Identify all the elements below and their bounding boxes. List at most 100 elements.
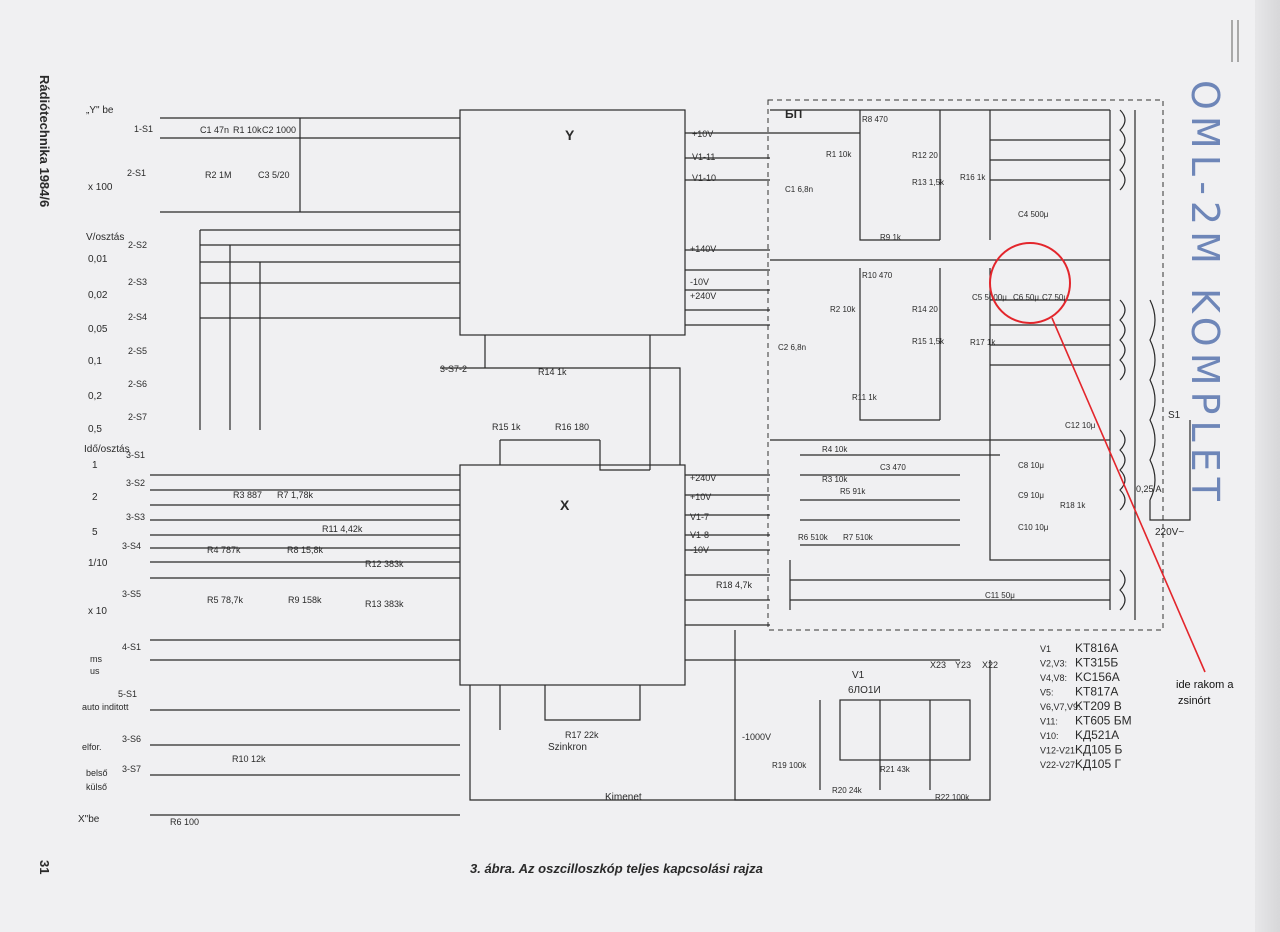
component-label: C3 5/20 (258, 170, 290, 180)
side-header: Rádiótechnika 1984/6 (37, 75, 52, 207)
table-ref: V4,V8: (1040, 673, 1067, 683)
voltage-label: V1-10 (692, 173, 716, 183)
component-label: C5 5000μ (972, 293, 1007, 302)
crt-wiring (734, 630, 991, 801)
label-v-4: 0,2 (88, 391, 102, 402)
switch-s1-label: S1 (1168, 410, 1181, 421)
voltage-labels: +10VV1-11V1-10+140V-10V+240V+240V+10VV1-… (690, 129, 771, 742)
table-part: KД521A (1075, 728, 1119, 742)
table-part: KC156A (1075, 670, 1120, 684)
component-label: R15 1,5k (912, 337, 945, 346)
label-x100: x 100 (88, 182, 113, 193)
component-label: R21 43k (880, 765, 911, 774)
label-us: us (90, 666, 100, 676)
table-ref: V2,V3: (1040, 659, 1067, 669)
table-ref: V22-V27: (1040, 760, 1078, 770)
switch-label: 1-S1 (134, 124, 153, 134)
switch-label: 3-S2 (126, 478, 145, 488)
component-label: C11 50μ (985, 591, 1015, 600)
voltage-label: +240V (690, 473, 716, 483)
switch-label: 4-S1 (122, 642, 141, 652)
wiring-middle (440, 335, 681, 471)
component-label: R15 1k (492, 422, 521, 432)
component-label: R12 20 (912, 151, 938, 160)
component-label: C1 47n (200, 125, 229, 135)
power-block-label: БП (785, 107, 802, 121)
label-t-4: x 10 (88, 606, 107, 617)
table-part: KT817A (1075, 685, 1118, 699)
annotation-arrow (1051, 317, 1206, 673)
label-t-0: 1 (92, 460, 98, 471)
crt-type: 6ЛО1И (848, 685, 881, 696)
switch-label: 2-S1 (127, 168, 146, 178)
component-label: R1 10k (826, 150, 852, 159)
component-label: R3 887 (233, 490, 262, 500)
component-label: R16 1k (960, 173, 986, 182)
table-part: KД105 Г (1075, 757, 1121, 771)
component-label: C3 470 (880, 463, 906, 472)
component-label: R17 1k (970, 338, 996, 347)
table-ref: V11: (1040, 717, 1058, 727)
voltage-label: +240V (690, 291, 716, 301)
label-t-3: 1/10 (88, 558, 108, 569)
x-block (459, 464, 686, 686)
component-label: R4 10k (822, 445, 848, 454)
switch-label: 2-S7 (128, 412, 147, 422)
switch-label: 2-S4 (128, 312, 147, 322)
label-v-osztas: V/osztás (86, 232, 124, 243)
crt-pin-x22: X22 (982, 660, 998, 670)
switch-label: 3-S1 (126, 450, 145, 460)
component-label: C10 10μ (1018, 523, 1049, 532)
component-label: C9 10μ (1018, 491, 1044, 500)
switch-label: 3-S6 (122, 734, 141, 744)
label-elforites: elfor. (82, 742, 102, 752)
table-part: KT816A (1075, 641, 1118, 655)
label-y-be: „Y" be (86, 105, 114, 116)
power-block-frame (767, 99, 1164, 631)
label-kulso: külső (86, 782, 107, 792)
table-part: KД105 Б (1075, 743, 1122, 757)
power-wiring (770, 109, 1191, 620)
mains-label: 220V~ (1155, 527, 1184, 538)
component-label: C2 6,8n (778, 343, 806, 352)
label-v-1: 0,02 (88, 290, 108, 301)
component-label: R22 100k (935, 793, 970, 802)
component-label: R9 1k (880, 233, 902, 242)
table-ref: V6,V7,V9: (1040, 702, 1081, 712)
component-label: R10 12k (232, 754, 266, 764)
annotation-note-line1: ide rakom a (1176, 679, 1234, 691)
table-ref: V1 (1040, 644, 1051, 654)
crt-pin-y23: Y23 (955, 660, 971, 670)
component-label: R18 4,7k (716, 580, 753, 590)
switch-label: 2-S5 (128, 346, 147, 356)
component-label: R18 1k (1060, 501, 1086, 510)
table-ref: V5: (1040, 688, 1054, 698)
switch-label: 2-S6 (128, 379, 147, 389)
label-belso: belső (86, 768, 108, 778)
x-block-label: X (560, 497, 570, 513)
table-ref: V10: (1040, 731, 1059, 741)
component-label: R11 4,42k (322, 524, 363, 534)
switch-label: 5-S1 (118, 689, 137, 699)
crt-ref: V1 (852, 670, 865, 681)
switch-label: 3-S3 (126, 512, 145, 522)
component-label: R12 383k (365, 559, 404, 569)
component-label: C4 500μ (1018, 210, 1049, 219)
wiring-y (160, 117, 770, 430)
component-label: R19 100k (772, 761, 807, 770)
component-label: C6 50μ (1013, 293, 1039, 302)
label-ms: ms (90, 654, 102, 664)
label-x-be: X"be (78, 814, 100, 825)
component-label: R3 10k (822, 475, 848, 484)
voltage-label: -10V (690, 545, 709, 555)
label-t-1: 2 (92, 492, 98, 503)
component-label: R5 78,7k (207, 595, 244, 605)
voltage-label: +10V (690, 492, 711, 502)
label-szinkron: Szinkron (548, 742, 587, 753)
component-label: R11 1k (852, 393, 878, 402)
component-label: R13 1,5k (912, 178, 945, 187)
